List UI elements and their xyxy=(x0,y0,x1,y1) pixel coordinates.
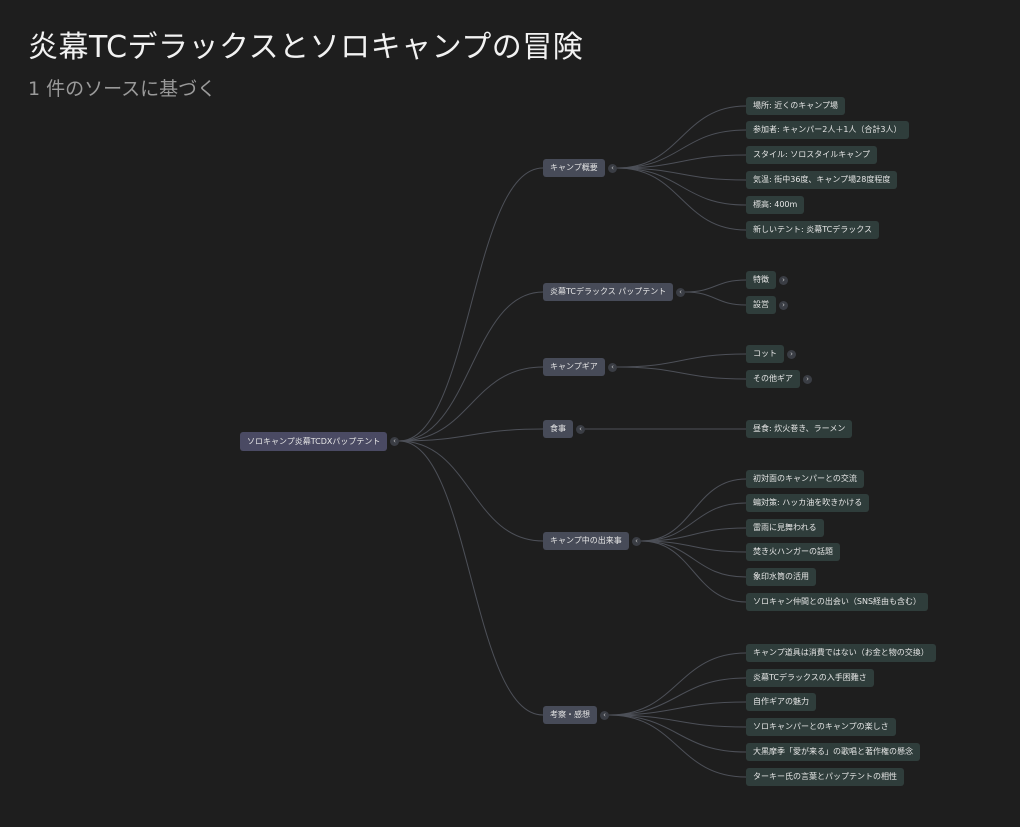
mindmap-leaf-node[interactable]: ターキー氏の言葉とパップテントの相性 xyxy=(746,768,904,786)
connector-line xyxy=(616,167,747,231)
mindmap-leaf-node[interactable]: 自作ギアの魅力 xyxy=(746,693,816,711)
connector-line xyxy=(616,154,747,169)
source-count: 1 件のソースに基づく xyxy=(28,78,217,100)
connector-line xyxy=(640,540,747,578)
connector-line xyxy=(616,167,747,206)
connector-line xyxy=(398,428,544,442)
mindmap-leaf-node[interactable]: ソロキャン仲間との出会い（SNS経由も含む） xyxy=(746,593,929,611)
connector-line xyxy=(684,279,747,293)
chevron-right-icon[interactable]: › xyxy=(803,374,812,384)
chevron-left-icon[interactable]: ‹ xyxy=(576,424,585,434)
connector-line xyxy=(640,540,747,603)
mindmap-branch-node[interactable]: 食事 xyxy=(543,420,573,438)
connector-line xyxy=(398,366,544,442)
mindmap-leaf-node[interactable]: 雷雨に見舞われる xyxy=(746,519,824,537)
mindmap-leaf-node[interactable]: スタイル: ソロスタイルキャンプ xyxy=(746,146,877,164)
mindmap-branch-node[interactable]: キャンプ中の出来事 xyxy=(543,532,629,550)
chevron-left-icon[interactable]: ‹ xyxy=(632,536,641,546)
mindmap-leaf-node[interactable]: 気温: 街中36度、キャンプ場28度程度 xyxy=(746,171,898,189)
connector-line xyxy=(608,701,747,716)
mindmap-leaf-node[interactable]: 炎幕TCデラックスの入手困難さ xyxy=(746,669,874,687)
mindmap-leaf-node[interactable]: 標高: 400m xyxy=(746,196,805,214)
connector-line xyxy=(616,366,747,380)
connector-line xyxy=(608,714,747,728)
connector-line xyxy=(608,677,747,716)
chevron-left-icon[interactable]: ‹ xyxy=(676,287,685,297)
mindmap-leaf-node[interactable]: 参加者: キャンパー2人＋1人（合計3人） xyxy=(746,121,909,139)
mindmap-branch-node[interactable]: キャンプギア xyxy=(543,358,605,376)
mindmap-branch-node[interactable]: キャンプ概要 xyxy=(543,159,605,177)
mindmap-branch-node[interactable]: 炎幕TCデラックス パップテント xyxy=(543,283,674,301)
connector-line xyxy=(616,129,747,169)
connector-line xyxy=(398,167,544,442)
connector-line xyxy=(640,478,747,542)
mindmap-leaf-node[interactable]: その他ギア xyxy=(746,370,800,388)
connector-line xyxy=(616,167,747,181)
chevron-left-icon[interactable]: ‹ xyxy=(608,362,617,372)
chevron-right-icon[interactable]: › xyxy=(779,275,788,285)
mindmap-branch-node[interactable]: 考察・感想 xyxy=(543,706,597,724)
mindmap-leaf-node[interactable]: コット xyxy=(746,345,784,363)
mindmap-leaf-node[interactable]: 場所: 近くのキャンプ場 xyxy=(746,97,845,115)
mindmap-leaf-node[interactable]: 大黒摩季「愛が来る」の歌唱と著作権の懸念 xyxy=(746,743,920,761)
connector-line xyxy=(640,502,747,542)
connector-line xyxy=(608,714,747,753)
chevron-left-icon[interactable]: ‹ xyxy=(600,710,609,720)
connector-line xyxy=(684,291,747,306)
connector-line xyxy=(640,527,747,542)
connector-line xyxy=(640,540,747,553)
connector-line xyxy=(616,105,747,169)
mindmap-leaf-node[interactable]: ソロキャンパーとのキャンプの楽しさ xyxy=(746,718,896,736)
mindmap-leaf-node[interactable]: キャンプ道具は消費ではない（お金と物の交換） xyxy=(746,644,936,662)
connector-line xyxy=(608,652,747,716)
connector-line xyxy=(616,353,747,368)
connector-line xyxy=(398,440,544,716)
connector-line xyxy=(608,714,747,778)
mindmap-leaf-node[interactable]: 蝙対策: ハッカ油を吹きかける xyxy=(746,494,870,512)
mindmap-leaf-node[interactable]: 昼食: 炊火巻き、ラーメン xyxy=(746,420,853,438)
page-title: 炎幕TCデラックスとソロキャンプの冒険 xyxy=(28,30,584,65)
mindmap-leaf-node[interactable]: 初対面のキャンパーとの交流 xyxy=(746,470,864,488)
chevron-right-icon[interactable]: › xyxy=(779,300,788,310)
mindmap-leaf-node[interactable]: 新しいテント: 炎幕TCデラックス xyxy=(746,221,880,239)
mindmap-leaf-node[interactable]: 設営 xyxy=(746,296,776,314)
chevron-left-icon[interactable]: ‹ xyxy=(390,436,399,446)
connector-line xyxy=(398,440,544,542)
connector-line xyxy=(398,291,544,442)
mindmap-leaf-node[interactable]: 焚き火ハンガーの話題 xyxy=(746,543,840,561)
chevron-right-icon[interactable]: › xyxy=(787,349,796,359)
mindmap-leaf-node[interactable]: 象印水筒の活用 xyxy=(746,568,816,586)
mindmap-leaf-node[interactable]: 特徴 xyxy=(746,271,776,289)
mindmap-root-node[interactable]: ソロキャンプ炎幕TCDXパップテント xyxy=(240,431,388,451)
chevron-left-icon[interactable]: ‹ xyxy=(608,163,617,173)
